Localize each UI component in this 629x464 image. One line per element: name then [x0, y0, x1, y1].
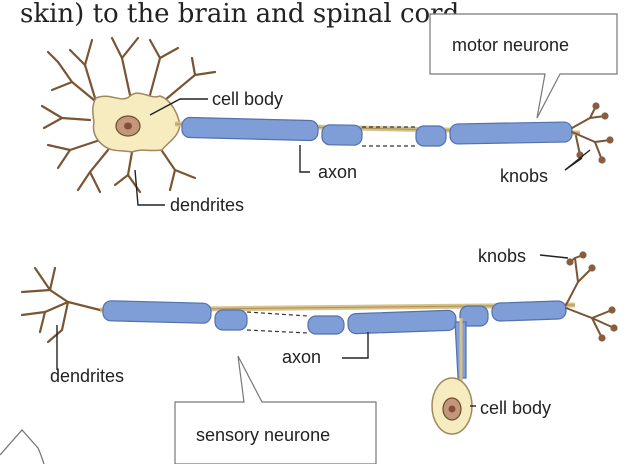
- sensory-break-bottom: [247, 330, 308, 333]
- motor-knobs-label: knobs: [500, 166, 548, 186]
- sensory-callout-label: sensory neurone: [196, 425, 330, 445]
- sensory-nucleolus: [449, 406, 456, 413]
- motor-leader-lines: [135, 99, 590, 205]
- motor-axon-label: axon: [318, 162, 357, 182]
- motor-callout-label: motor neurone: [452, 35, 569, 55]
- motor-myelin-sheath: [182, 117, 572, 146]
- motor-callout-box: [430, 14, 617, 118]
- sensory-knobs-label: knobs: [478, 246, 526, 266]
- sensory-neurone: sensory neurone knobs dendrites axon cel…: [22, 246, 618, 464]
- motor-dendrites-label: dendrites: [170, 195, 244, 215]
- page-text: skin) to the brain and spinal cord.: [20, 0, 468, 29]
- sensory-dendrites: [22, 268, 100, 342]
- sensory-cell-body-label: cell body: [480, 398, 551, 418]
- sensory-callout-box: [175, 356, 376, 464]
- sensory-break-top: [247, 312, 308, 316]
- motor-cell-body-label: cell body: [212, 89, 283, 109]
- motor-knobs: [576, 102, 613, 163]
- motor-neurone: motor neurone cell body axon knobs dendr…: [42, 14, 617, 215]
- sensory-axon-label: axon: [282, 347, 321, 367]
- motor-nucleolus: [124, 123, 132, 130]
- page-bubble-fragment: [0, 430, 44, 464]
- sensory-knobs: [566, 251, 617, 341]
- sensory-dendrites-label: dendrites: [50, 366, 124, 386]
